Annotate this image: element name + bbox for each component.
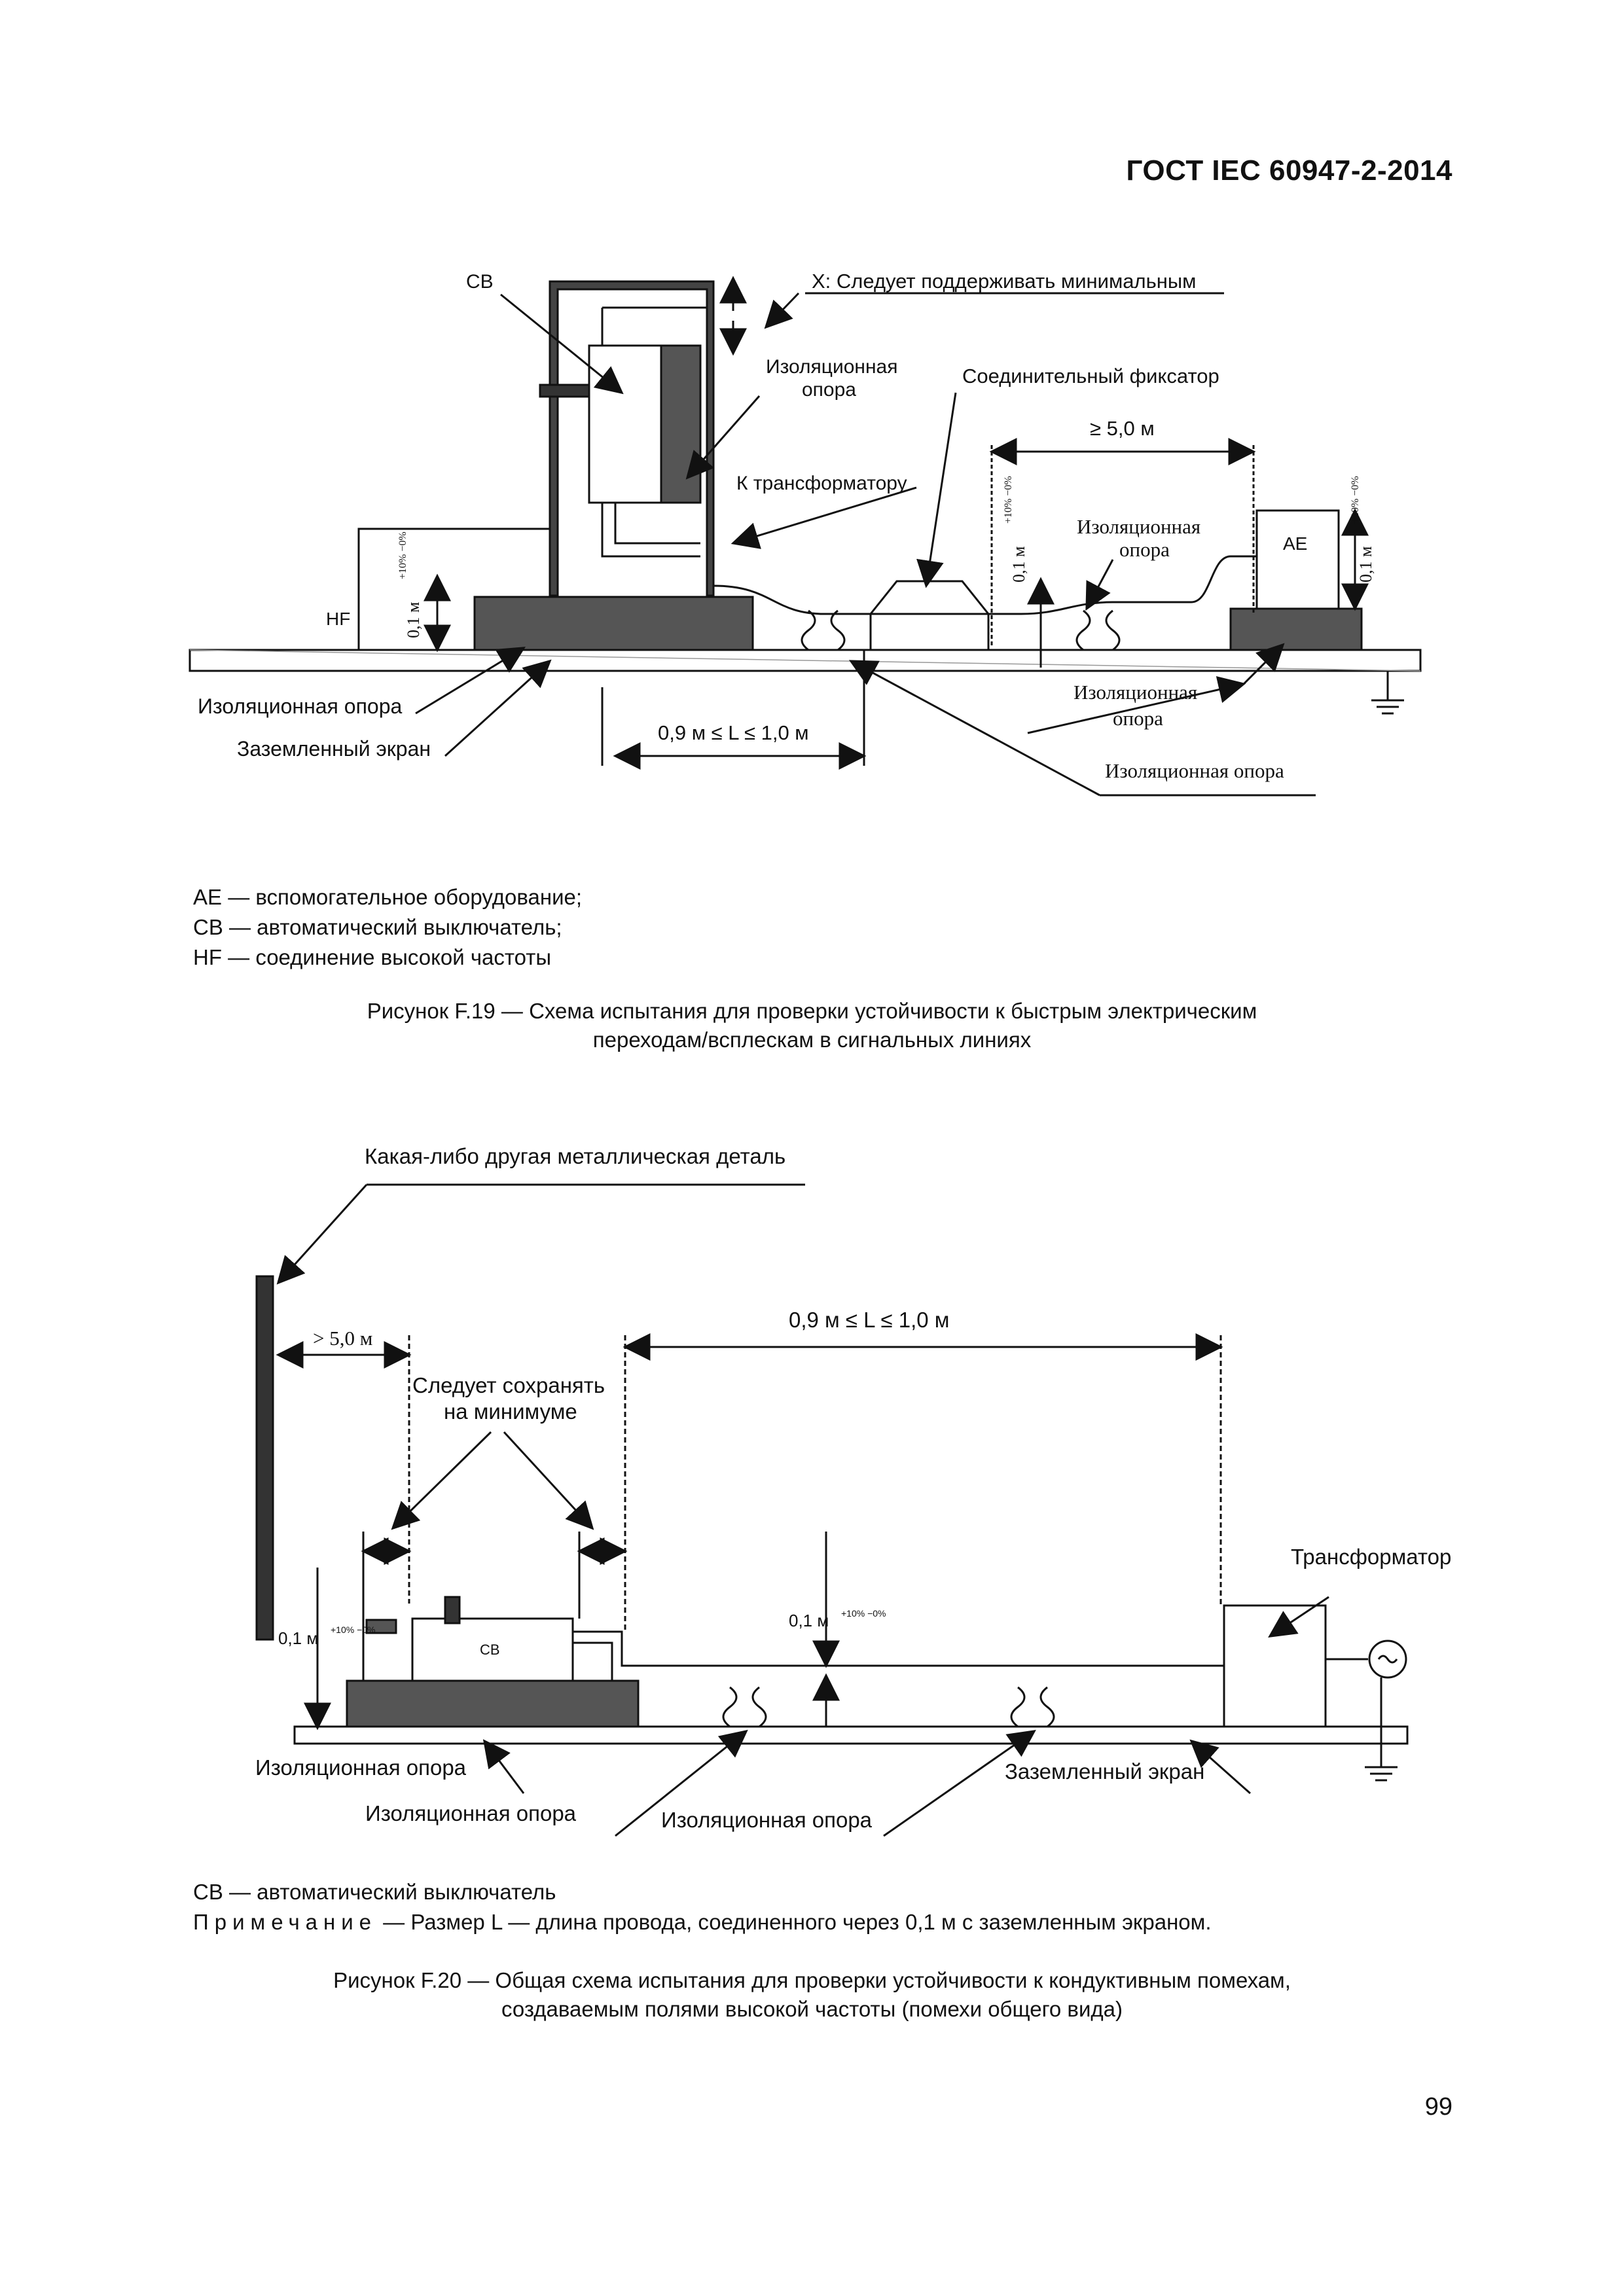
- caption-line: создаваемым полями высокой частоты (поме…: [501, 1997, 1123, 2021]
- f20-support-mid: Изоляционная опора: [365, 1801, 577, 1825]
- f19-support1-l2: опора: [802, 379, 856, 401]
- f19-tol-mid: +10% −0%: [1003, 476, 1014, 524]
- f19-height-mid: 0,1 м: [1009, 547, 1028, 583]
- cb-box-f20: [411, 1617, 574, 1682]
- f19-to-transformer: К трансформатору: [736, 473, 907, 494]
- f20-dist-L: 0,9 м ≤ L ≤ 1,0 м: [789, 1308, 950, 1332]
- caption-line: Рисунок F.20 — Общая схема испытания для…: [333, 1968, 1291, 1992]
- page-number: 99: [1424, 2093, 1453, 2121]
- f19-ground-plane: Заземленный экран: [237, 737, 431, 761]
- legend-item: HF — соединение высокой частоты: [193, 945, 552, 969]
- note-key: Примечание: [193, 1910, 378, 1934]
- standard-header: ГОСТ IEC 60947-2-2014: [1126, 154, 1453, 187]
- f19-height-right: 0,1 м: [1356, 547, 1375, 583]
- f20-dist-gt5: > 5,0 м: [313, 1327, 372, 1350]
- f19-support1-l1: Изоляционная: [766, 356, 897, 378]
- f19-x-note: Х: Следует поддерживать минимальным: [812, 270, 1196, 293]
- f19-support-left: Изоляционная опора: [198, 694, 402, 718]
- caption-line: переходам/всплескам в сигнальных линиях: [592, 1028, 1032, 1052]
- transformer-box: [1223, 1604, 1327, 1728]
- f19-cb-label: СВ: [466, 271, 494, 293]
- note-text: — Размер L — длина провода, соединенного…: [377, 1910, 1212, 1934]
- f19-support-bottom: Изоляционная опора: [1105, 759, 1284, 782]
- ae-box: [1255, 509, 1340, 610]
- f19-support3-l2: опора: [1113, 707, 1163, 730]
- f20-support-right: Изоляционная опора: [661, 1808, 873, 1832]
- f20-ground-plane: Заземленный экран: [1005, 1759, 1204, 1784]
- f20-caption: Рисунок F.20 — Общая схема испытания для…: [0, 1966, 1624, 2024]
- f19-hf: HF: [326, 609, 350, 629]
- f20-legend: СВ — автоматический выключатель Примечан…: [193, 1877, 1212, 1937]
- f20-transformer: Трансформатор: [1291, 1545, 1451, 1569]
- cb-enclosure: [549, 280, 715, 597]
- legend-item: АЕ — вспомогательное оборудование;: [193, 885, 583, 909]
- f20-height-left: 0,1 м: [278, 1628, 318, 1648]
- f20-keep-min-l1: Следует сохранять: [412, 1373, 605, 1397]
- f20-metal-part: Какая-либо другая металлическая деталь: [365, 1144, 785, 1168]
- f20-tol-left: +10% −0%: [331, 1624, 376, 1635]
- f19-support2-l1: Изоляционная: [1077, 515, 1200, 538]
- f20-keep-min-l2: на минимуме: [444, 1399, 577, 1424]
- f19-coupler: Соединительный фиксатор: [962, 365, 1219, 387]
- cb-device: [588, 344, 662, 504]
- f19-dist-L: 0,9 м ≤ L ≤ 1,0 м: [658, 721, 809, 744]
- f19-caption: Рисунок F.19 — Схема испытания для прове…: [0, 997, 1624, 1054]
- insulating-block-f20: [346, 1679, 640, 1728]
- f19-dist-ge5: ≥ 5,0 м: [1090, 417, 1155, 440]
- insulating-block-cb: [473, 596, 754, 651]
- caption-line: Рисунок F.19 — Схема испытания для прове…: [367, 999, 1257, 1023]
- f19-tol-right: +10% −0%: [1350, 476, 1361, 524]
- metal-part: [255, 1275, 274, 1641]
- f20-cb: СВ: [480, 1641, 500, 1658]
- f19-ae: АЕ: [1283, 533, 1307, 554]
- f20-tol-mid: +10% −0%: [841, 1608, 886, 1619]
- f19-height-left: 0,1 м: [404, 602, 423, 638]
- legend-item: СВ — автоматический выключатель;: [193, 915, 562, 939]
- legend-item: СВ — автоматический выключатель: [193, 1880, 556, 1904]
- figure-f20-diagram: Какая-либо другая металлическая деталь >…: [255, 1144, 1451, 1837]
- insulating-block-ae: [1229, 607, 1363, 651]
- f19-legend: АЕ — вспомогательное оборудование; СВ — …: [193, 882, 582, 973]
- f20-support-left: Изоляционная опора: [255, 1755, 467, 1780]
- figure-f19-diagram: СВ Х: Следует поддерживать минимальным И…: [189, 270, 1422, 797]
- f20-height-mid: 0,1 м: [789, 1611, 829, 1630]
- ground-plane-f20: [293, 1725, 1409, 1745]
- note-line: Примечание — Размер L — длина провода, с…: [193, 1907, 1212, 1937]
- f19-support2-l2: опора: [1119, 538, 1170, 561]
- f19-tol-left: +10% −0%: [397, 531, 408, 579]
- f19-support3-l1: Изоляционная: [1074, 681, 1197, 704]
